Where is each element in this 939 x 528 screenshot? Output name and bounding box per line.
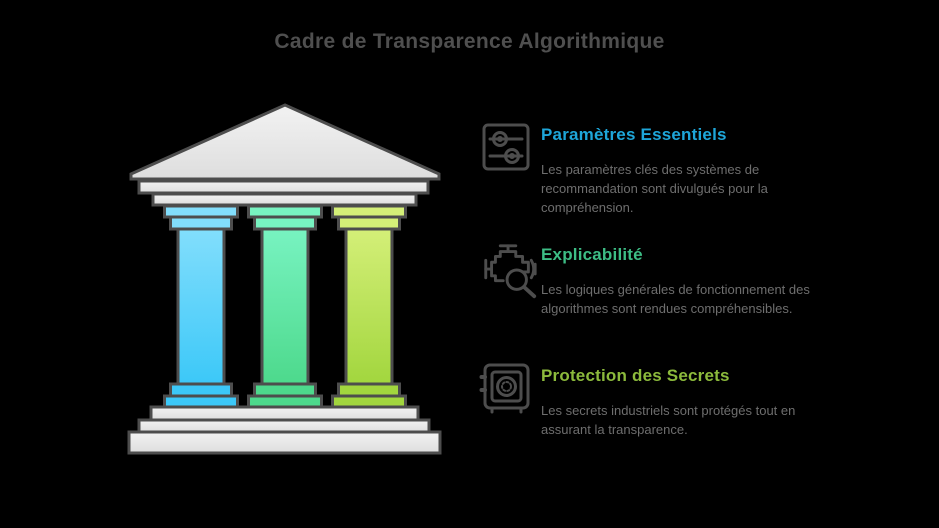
- green-pillar: [247, 204, 323, 409]
- section-text: Protection des Secrets Les secrets indus…: [541, 360, 821, 439]
- engine-magnifier-icon: [478, 239, 541, 301]
- section-parametres: Paramètres Essentiels Les paramètres clé…: [478, 119, 821, 217]
- entablature-lower: [151, 192, 418, 207]
- section-heading: Explicabilité: [541, 245, 643, 264]
- temple-illustration: [127, 103, 442, 455]
- section-protection: Protection des Secrets Les secrets indus…: [478, 360, 821, 439]
- section-body: Les secrets industriels sont protégés to…: [541, 403, 796, 437]
- section-body: Les paramètres clés des systèmes de reco…: [541, 162, 768, 215]
- step-bottom: [127, 430, 442, 455]
- page-title: Cadre de Transparence Algorithmique: [274, 30, 665, 53]
- section-body: Les logiques générales de fonctionnement…: [541, 282, 810, 316]
- safe-icon: [478, 360, 541, 416]
- section-text: Paramètres Essentiels Les paramètres clé…: [541, 119, 821, 217]
- entablature-upper: [137, 179, 430, 195]
- lime-pillar: [331, 204, 407, 409]
- step-middle: [137, 418, 431, 434]
- section-text: Explicabilité Les logiques générales de …: [541, 239, 821, 318]
- section-explicabilite: Explicabilité Les logiques générales de …: [478, 239, 821, 318]
- step-top: [149, 405, 420, 422]
- blue-pillar: [163, 204, 239, 409]
- section-heading: Paramètres Essentiels: [541, 125, 727, 144]
- sliders-icon: [478, 119, 541, 175]
- section-heading: Protection des Secrets: [541, 366, 730, 385]
- pediment: [129, 103, 441, 181]
